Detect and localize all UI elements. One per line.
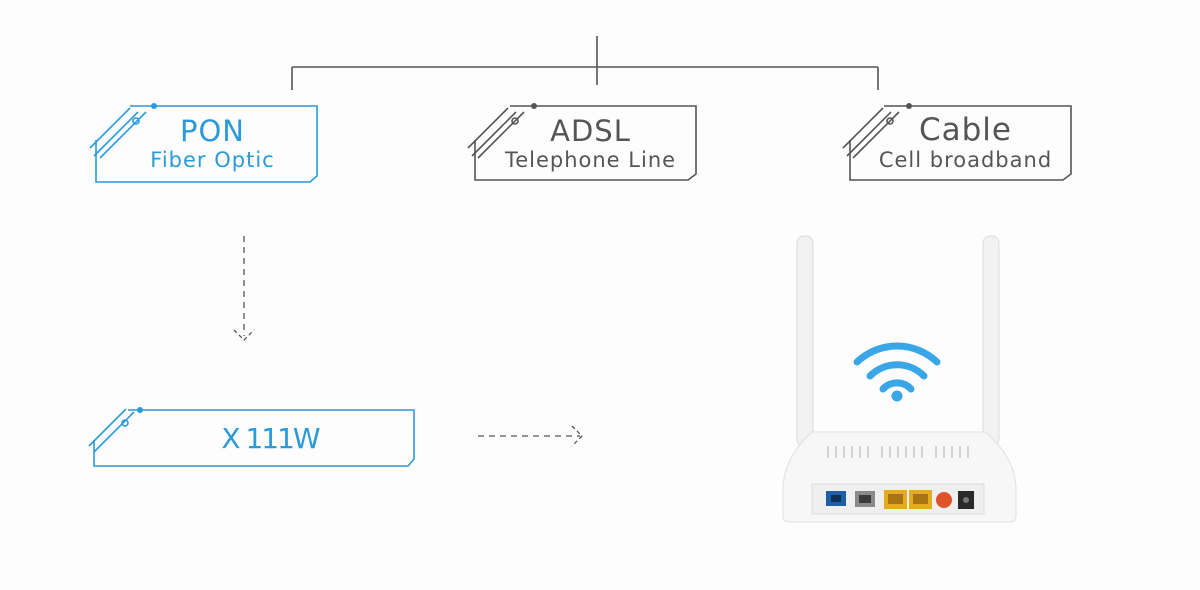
router-power-button [936, 492, 952, 508]
option-cable-title: Cable [918, 112, 1012, 148]
dashed-arrow-down [233, 236, 255, 341]
device-model-label: X 111W [221, 422, 320, 455]
model-box-frame [88, 407, 415, 467]
option-adsl-subtitle: Telephone Line [504, 148, 677, 172]
router-antenna-right [982, 235, 1000, 447]
router-image [782, 235, 1017, 523]
router-antenna-left [796, 235, 814, 447]
dashed-arrow-right [478, 425, 583, 447]
option-adsl-title: ADSL [550, 114, 631, 148]
option-pon: PON Fiber Optic [110, 110, 315, 180]
pon-box-frame [89, 103, 318, 183]
option-pon-subtitle: Fiber Optic [150, 148, 275, 172]
option-pon-title: PON [179, 114, 245, 148]
option-adsl: ADSL Telephone Line [488, 110, 693, 180]
adsl-box-frame [467, 103, 697, 181]
tree-connector [291, 36, 879, 90]
wifi-icon [853, 342, 941, 402]
option-cable-subtitle: Cell broadband [878, 148, 1053, 172]
option-cable: Cable Cell broadband [862, 110, 1069, 180]
device-model: X 111W [130, 420, 410, 460]
cable-box-frame [842, 103, 1072, 181]
